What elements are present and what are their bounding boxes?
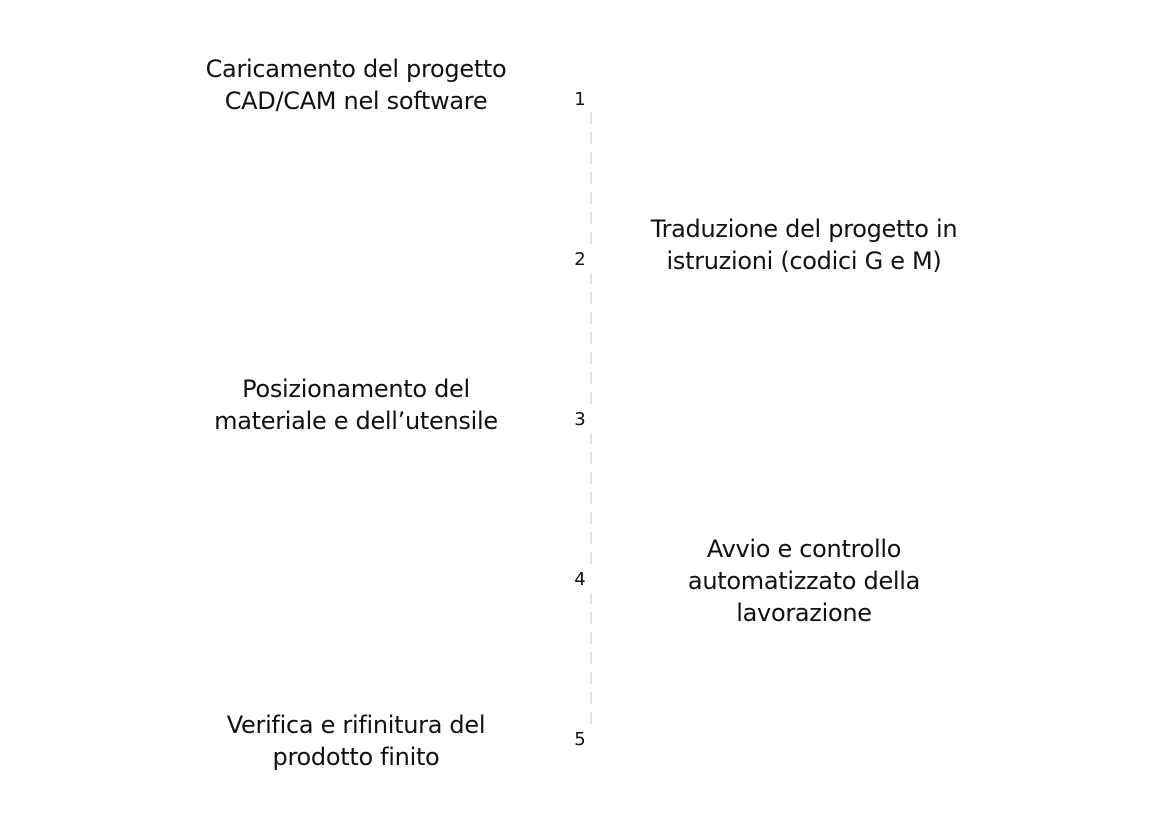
connector-gap bbox=[584, 564, 598, 594]
step-number: 5 bbox=[574, 729, 586, 750]
step-number: 2 bbox=[574, 249, 586, 270]
step-number: 1 bbox=[574, 89, 586, 110]
step-label: Avvio e controllo automatizzato della la… bbox=[687, 535, 921, 627]
step-label: Caricamento del progetto CAD/CAM nel sof… bbox=[205, 55, 507, 115]
connector-gap bbox=[584, 404, 598, 434]
step-label: Posizionamento del materiale e dell’uten… bbox=[214, 375, 498, 435]
connector-gap bbox=[584, 244, 598, 274]
step-number: 4 bbox=[574, 569, 586, 590]
step-label: Verifica e rifinitura del prodotto finit… bbox=[226, 711, 486, 771]
step-label: Traduzione del progetto in istruzioni (c… bbox=[650, 215, 958, 275]
step-number: 3 bbox=[574, 409, 586, 430]
